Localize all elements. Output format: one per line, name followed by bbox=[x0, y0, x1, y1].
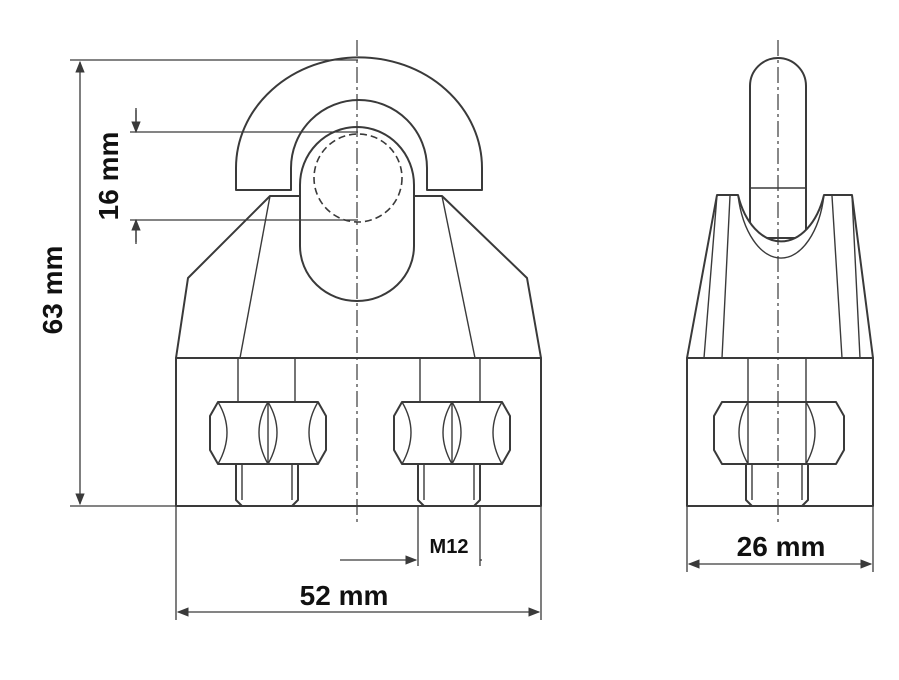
label-16mm: 16 mm bbox=[93, 132, 124, 221]
saddle-inner-line-left bbox=[239, 195, 271, 359]
label-52mm: 52 mm bbox=[300, 580, 389, 611]
side-bolt-end bbox=[745, 463, 809, 507]
right-bolt-shank bbox=[419, 358, 481, 402]
left-bolt-end bbox=[235, 463, 299, 507]
label-63mm: 63 mm bbox=[37, 246, 68, 335]
right-bolt-end bbox=[417, 463, 481, 507]
u-bolt-arch bbox=[235, 56, 483, 191]
side-hex-nut bbox=[713, 401, 845, 465]
side-view bbox=[686, 40, 874, 572]
label-26mm: 26 mm bbox=[737, 531, 826, 562]
right-hex-nut bbox=[393, 401, 511, 465]
saddle-inner-line-right bbox=[441, 195, 476, 359]
left-bolt-shank bbox=[237, 358, 296, 402]
side-body bbox=[686, 194, 874, 359]
rope-section-hidden bbox=[313, 133, 403, 223]
label-m12: M12 bbox=[430, 536, 469, 558]
left-hex-nut bbox=[209, 401, 327, 465]
front-view bbox=[70, 40, 542, 620]
